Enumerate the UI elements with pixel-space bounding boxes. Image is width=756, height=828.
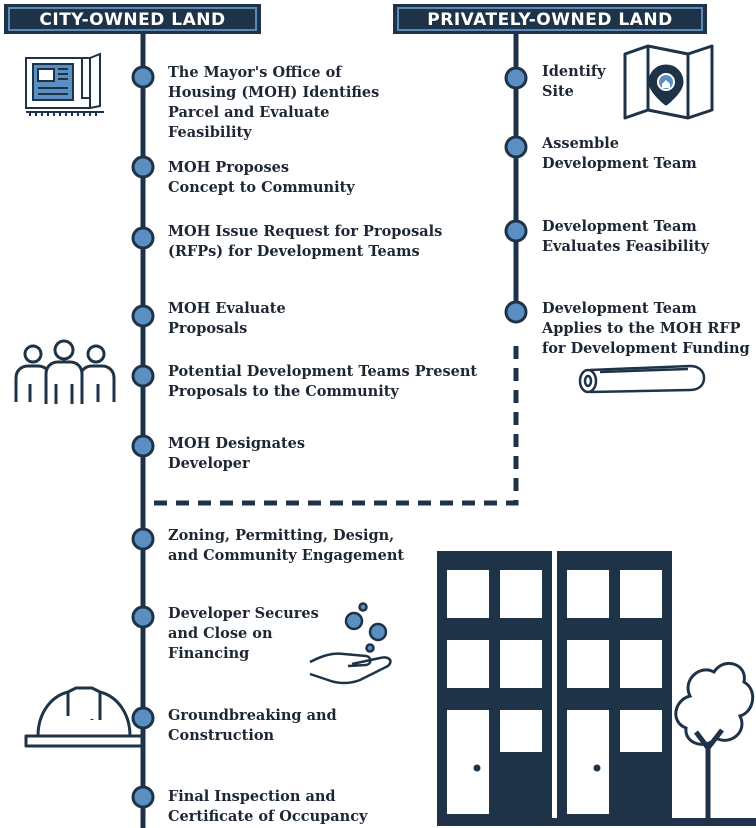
step-line: Zoning, Permitting, Design, [168, 527, 395, 544]
step-line: and Close on [168, 625, 273, 642]
step-line: Potential Development Teams Present [168, 363, 478, 380]
step-line: Parcel and Evaluate [168, 104, 330, 121]
map-icon [623, 44, 714, 120]
private-node-4 [504, 300, 528, 324]
step-line: Certificate of Occupancy [168, 808, 368, 825]
privately-owned-header: PRIVATELY-OWNED LAND [393, 4, 707, 34]
step-line: Evaluates Feasibility [542, 238, 710, 255]
private-step-2: Assemble Development Team [542, 134, 697, 174]
step-line: Groundbreaking and [168, 707, 337, 724]
private-step-1: Identify Site [542, 62, 606, 102]
step-line: Housing (MOH) Identifies [168, 84, 380, 101]
step-line: MOH Evaluate [168, 300, 286, 317]
step-line: Identify [542, 63, 606, 80]
private-node-3 [504, 219, 528, 243]
step-line: Assemble [542, 135, 620, 152]
step-line: MOH Proposes [168, 159, 290, 176]
step-line: Proposals to the Community [168, 383, 399, 400]
city-node-6 [131, 434, 155, 458]
shared-node-1 [131, 527, 155, 551]
step-line: The Mayor's Office of [168, 64, 342, 81]
city-step-4: MOH Evaluate Proposals [168, 299, 286, 339]
step-line: Construction [168, 727, 275, 744]
step-line: Feasibility [168, 124, 252, 141]
city-node-2 [131, 155, 155, 179]
step-line: MOH Designates [168, 435, 306, 452]
shared-step-4: Final Inspection and Certificate of Occu… [168, 787, 367, 827]
step-line: Proposals [168, 320, 248, 337]
city-step-1: The Mayor's Office of Housing (MOH) Iden… [168, 63, 379, 143]
private-node-2 [504, 135, 528, 159]
city-node-3 [131, 226, 155, 250]
hard-hat-icon [24, 686, 144, 748]
private-step-3: Development Team Evaluates Feasibility [542, 217, 709, 257]
shared-node-2 [131, 605, 155, 629]
private-step-4: Development Team Applies to the MOH RFP … [542, 299, 750, 359]
step-line: and Community Engagement [168, 547, 405, 564]
step-line: (RFPs) for Development Teams [168, 243, 420, 260]
step-line: Site [542, 83, 574, 100]
shared-node-4 [131, 785, 155, 809]
city-node-5 [131, 364, 155, 388]
city-node-4 [131, 304, 155, 328]
step-line: Development Team [542, 155, 697, 172]
shared-step-1: Zoning, Permitting, Design, and Communit… [168, 526, 404, 566]
city-step-3: MOH Issue Request for Proposals (RFPs) f… [168, 222, 442, 262]
city-owned-header-label: CITY-OWNED LAND [39, 10, 226, 30]
step-line: Development Team [542, 218, 697, 235]
city-step-6: MOH Designates Developer [168, 434, 305, 474]
shared-step-2: Developer Secures and Close on Financing [168, 604, 319, 664]
shared-step-3: Groundbreaking and Construction [168, 706, 337, 746]
step-line: Developer [168, 455, 250, 472]
people-icon [14, 339, 116, 404]
blueprint-icon [25, 52, 104, 116]
step-line: Developer Secures [168, 605, 319, 622]
tree-icon [674, 661, 755, 820]
city-step-5: Potential Development Teams Present Prop… [168, 362, 477, 402]
step-line: Concept to Community [168, 179, 355, 196]
city-owned-header: CITY-OWNED LAND [4, 4, 261, 34]
step-line: Financing [168, 645, 250, 662]
city-step-2: MOH Proposes Concept to Community [168, 158, 355, 198]
step-line: Final Inspection and [168, 788, 336, 805]
privately-owned-header-label: PRIVATELY-OWNED LAND [427, 10, 673, 30]
scroll-icon [578, 364, 706, 394]
city-node-1 [131, 65, 155, 89]
step-line: for Development Funding [542, 340, 750, 357]
step-line: Applies to the MOH RFP [542, 320, 741, 337]
step-line: MOH Issue Request for Proposals [168, 223, 443, 240]
step-line: Development Team [542, 300, 697, 317]
merge-connector [143, 346, 519, 506]
coins-hand-icon [309, 602, 392, 685]
private-node-1 [504, 66, 528, 90]
shared-node-3 [131, 706, 155, 730]
building-icon [437, 551, 756, 826]
